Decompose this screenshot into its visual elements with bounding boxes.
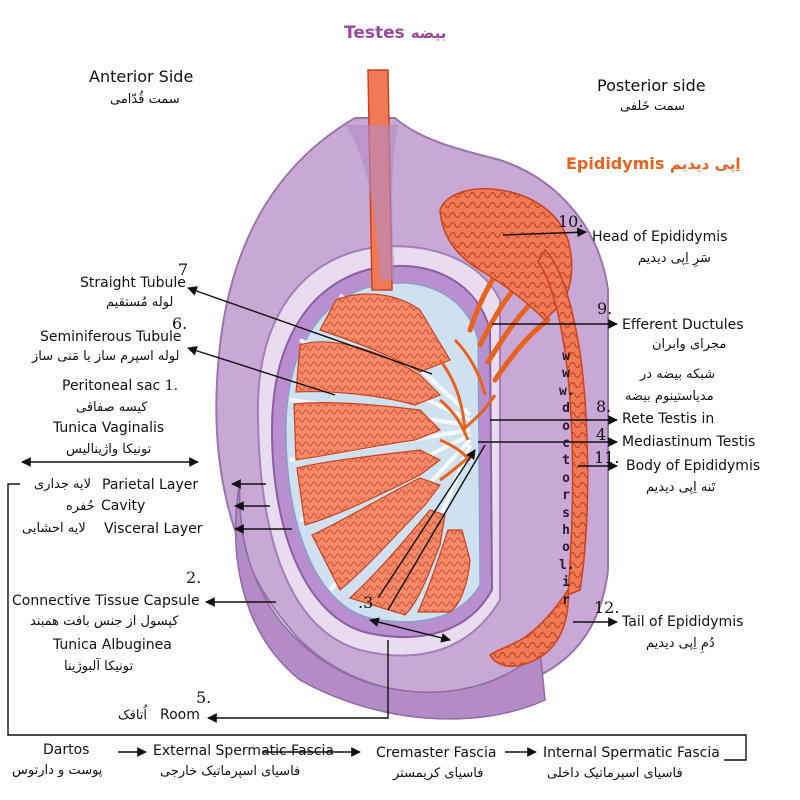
- label-straight-en: Straight Tubule: [80, 275, 186, 291]
- label-parietal-fa: لایه جداری: [34, 477, 92, 492]
- title-en: Testes: [344, 23, 405, 43]
- label-room-en: Room: [160, 707, 200, 723]
- label-efferent-en: Efferent Ductules: [622, 317, 744, 333]
- label-cavity-num: .3: [358, 593, 374, 612]
- label-rete-fa-line2: مدیاستینوم بیضه: [625, 389, 714, 404]
- posterior-side-en: Posterior side: [597, 76, 706, 95]
- anterior-side-fa: سمت قُدّامی: [110, 92, 180, 107]
- label-straight-num: 7: [178, 260, 189, 279]
- label-peritoneal: Peritoneal sac 1.: [62, 379, 178, 393]
- anterior-side-en: Anterior Side: [89, 67, 194, 86]
- label-efferent-fa: مجرای وابران: [652, 337, 727, 352]
- label-capsule-fa: کپسول از جنس بافت همبند: [30, 614, 179, 629]
- label-straight-fa: لوله مُستقیم: [106, 295, 174, 310]
- diagram-title: Testes بیضه: [344, 25, 446, 42]
- label-visceral-en: Visceral Layer: [104, 521, 203, 537]
- fascia-cremaster-fa: فاسیای کریمستر: [393, 766, 484, 781]
- epididymis-header-fa: اِپی دیدیم: [669, 155, 741, 173]
- label-room-fa: اُتاقک: [118, 708, 148, 723]
- fascia-dartos-en: Dartos: [43, 742, 90, 758]
- label-rete-num: 8.: [596, 397, 612, 416]
- label-peritoneal-en: Peritoneal sac: [62, 378, 161, 394]
- label-capsule-num: 2.: [186, 568, 202, 587]
- label-tail-fa: دُمِ اِپی دیدیم: [646, 636, 715, 651]
- label-body-num: 11.: [594, 448, 620, 467]
- watermark-text: www.doctorshol.ir: [559, 349, 575, 608]
- posterior-side-fa: سمت خَلفی: [620, 99, 686, 114]
- fascia-dartos-fa: پوست و دارتوس: [12, 763, 103, 778]
- epididymis-tail: [488, 587, 569, 667]
- label-body-en: Body of Epididymis: [626, 458, 761, 474]
- label-albuginea-en: Tunica Albuginea: [53, 637, 172, 653]
- label-head-num: 10.: [558, 212, 584, 231]
- label-vaginalis-en: Tunica Vaginalis: [53, 420, 165, 436]
- leader-lines: [7, 227, 747, 761]
- label-rete-fa-line1: شبکه بیضه در: [640, 367, 716, 382]
- label-mediastinum-en: Mediastinum Testis: [622, 434, 756, 450]
- label-peritoneal-num: 1.: [164, 378, 179, 394]
- fascia-cremaster-en: Cremaster Fascia: [376, 745, 497, 761]
- cord-sheath: [345, 125, 398, 280]
- label-tail-en: Tail of Epididymis: [622, 614, 744, 630]
- label-cavity-fa: حُفره: [66, 499, 95, 514]
- label-head-en: Head of Epididymis: [592, 229, 728, 245]
- epididymis-head: [439, 188, 573, 322]
- fascia-internal-en: Internal Spermatic Fascia: [543, 745, 720, 761]
- label-albuginea-fa: تونیکا آلبوژینا: [64, 659, 134, 674]
- fascia-internal-fa: فاسیای اسپرماتیک داخلی: [547, 766, 683, 781]
- fascia-external-fa: فاسیای اسپرماتیک خارجی: [160, 764, 301, 779]
- seminiferous-lobes: [293, 293, 471, 616]
- label-peritoneal-fa: کیسه صفاقی: [76, 400, 148, 415]
- label-vaginalis-fa: تونیکا واژینالیس: [66, 442, 152, 457]
- label-efferent-num: 9.: [597, 299, 613, 318]
- label-mediastinum-num: 4.: [596, 425, 612, 444]
- title-fa: بیضه: [410, 24, 447, 42]
- label-capsule-en: Connective Tissue Capsule: [12, 593, 200, 609]
- label-room-num: 5.: [196, 688, 212, 707]
- epididymis-header: Epididymis اِپی دیدیم: [566, 156, 741, 172]
- label-head-fa: سَرِ اِپی دیدیم: [638, 251, 711, 266]
- label-seminiferous-num: 6.: [172, 314, 188, 333]
- label-body-fa: تَنه اِپی دیدیم: [646, 480, 716, 495]
- label-parietal-en: Parietal Layer: [102, 477, 199, 493]
- label-cavity-en: Cavity: [101, 498, 146, 514]
- label-seminiferous-fa: لوله اسپرم ساز یا مَنی ساز: [32, 349, 180, 364]
- label-tail-num: 12.: [594, 598, 620, 617]
- epididymis-header-en: Epididymis: [566, 154, 665, 173]
- label-visceral-fa: لایه احشایی: [22, 521, 86, 536]
- fascia-external-en: External Spermatic Fascia: [153, 743, 334, 759]
- label-seminiferous-en: Seminiferous Tubule: [40, 329, 182, 345]
- label-rete-en: Rete Testis in: [622, 411, 715, 427]
